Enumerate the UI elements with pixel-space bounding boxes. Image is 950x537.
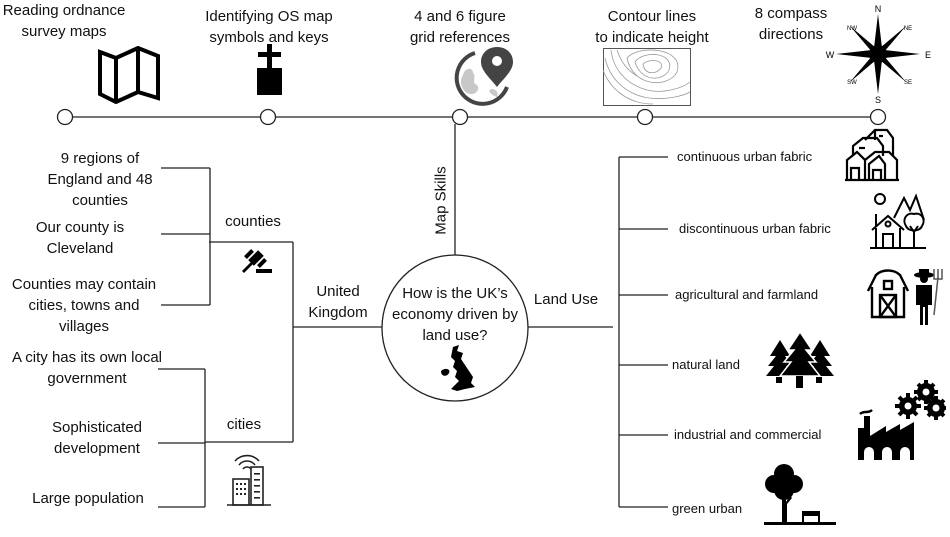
- factory-gears-icon: [858, 380, 946, 460]
- map-skill-line: Reading ordnance: [2, 2, 126, 19]
- land-use-item: industrial and commercial: [674, 427, 822, 442]
- timeline-node-3: [451, 108, 469, 126]
- county-fact-line: 9 regions of: [60, 150, 140, 167]
- map-skill-line: survey maps: [21, 23, 107, 40]
- map-skill-line: Identifying OS map: [205, 8, 333, 25]
- county-fact: Counties may contain cities, towns and v…: [0, 274, 168, 337]
- map-skill-label: 8 compass directions: [748, 3, 834, 45]
- compass-label-n: N: [875, 4, 882, 14]
- county-fact-line: villages: [58, 318, 110, 335]
- pine-trees-icon: [766, 332, 834, 388]
- central-question: How is the UK’s economy driven by land u…: [385, 283, 525, 346]
- branch-label-line: United: [316, 283, 360, 300]
- county-fact: Our county is Cleveland: [20, 217, 140, 259]
- timeline-node-2: [259, 108, 277, 126]
- land-use-item: natural land: [672, 357, 740, 372]
- folded-map-icon: [98, 46, 160, 104]
- city-fact-line: Sophisticated: [51, 419, 143, 436]
- city-fact: A city has its own local government: [0, 347, 174, 389]
- compass-rose-icon: N S W E NW NE SW SE: [826, 4, 931, 105]
- land-use-item: green urban: [672, 501, 743, 516]
- park-tree-bench-icon: [764, 464, 836, 525]
- compass-label-sw: SW: [847, 80, 857, 86]
- map-skill-line: 8 compass: [754, 5, 828, 22]
- compass-label-se: SE: [904, 80, 912, 86]
- city-fact-line: government: [47, 370, 127, 387]
- city-fact-line: A city has its own local: [11, 349, 163, 366]
- central-topic-circle: [381, 254, 529, 402]
- dense-houses-icon: [845, 128, 899, 182]
- compass-label-nw: NW: [847, 26, 857, 32]
- county-fact-line: Cleveland: [46, 240, 114, 257]
- map-skill-line: to indicate height: [595, 29, 709, 46]
- land-use-item: continuous urban fabric: [677, 149, 813, 164]
- compass-label-ne: NE: [904, 26, 912, 32]
- map-skill-line: Contour lines: [607, 8, 697, 25]
- map-skill-line: grid references: [409, 29, 511, 46]
- city-fact: Sophisticated development: [38, 417, 156, 459]
- central-question-line: economy driven by: [392, 306, 518, 323]
- land-use-item: discontinuous urban fabric: [679, 221, 831, 236]
- map-skill-label: 4 and 6 figure grid references: [400, 6, 520, 48]
- uk-map-icon: [441, 345, 475, 391]
- branch-label-united-kingdom: United Kingdom: [300, 281, 376, 323]
- barn-farmer-icon: [866, 269, 943, 325]
- map-skill-label: Identifying OS map symbols and keys: [198, 6, 340, 48]
- church-symbol-icon: [257, 44, 282, 95]
- county-fact: 9 regions of England and 48 counties: [30, 148, 170, 211]
- land-use-item: agricultural and farmland: [675, 287, 819, 302]
- cities-label: cities: [226, 416, 262, 433]
- map-skill-label: Contour lines to indicate height: [585, 6, 719, 48]
- compass-label-w: W: [826, 50, 835, 60]
- city-fact-line: development: [54, 440, 140, 457]
- counties-label: counties: [225, 213, 281, 230]
- contour-map-icon: [603, 48, 691, 106]
- house-trees-icon: [870, 193, 926, 249]
- map-skill-label: Reading ordnance survey maps: [0, 0, 128, 42]
- smart-city-icon: [227, 454, 271, 506]
- branch-label-land-use: Land Use: [533, 291, 599, 308]
- county-fact-line: England and 48: [47, 171, 153, 188]
- county-fact-line: Counties may contain: [11, 276, 157, 293]
- compass-label-e: E: [925, 50, 931, 60]
- county-fact-line: counties: [72, 192, 128, 209]
- branch-label-map-skills: Map Skills: [432, 166, 450, 235]
- gavel-icon: [242, 249, 272, 273]
- central-question-line: land use?: [422, 327, 488, 344]
- location-pin-globe-icon: [454, 47, 513, 106]
- central-question-line: How is the UK’s: [402, 285, 508, 302]
- branch-label-line: Kingdom: [308, 304, 368, 321]
- city-fact: Large population: [20, 488, 156, 509]
- map-skill-line: directions: [758, 26, 824, 43]
- compass-label-s: S: [875, 95, 881, 105]
- map-skill-line: symbols and keys: [209, 29, 329, 46]
- county-fact-line: cities, towns and: [28, 297, 140, 314]
- map-skill-line: 4 and 6 figure: [414, 8, 506, 25]
- timeline-node-5: [869, 108, 887, 126]
- county-fact-line: Our county is: [35, 219, 125, 236]
- timeline-node-4: [636, 108, 654, 126]
- city-fact-line: Large population: [32, 490, 144, 507]
- timeline-node-1: [56, 108, 74, 126]
